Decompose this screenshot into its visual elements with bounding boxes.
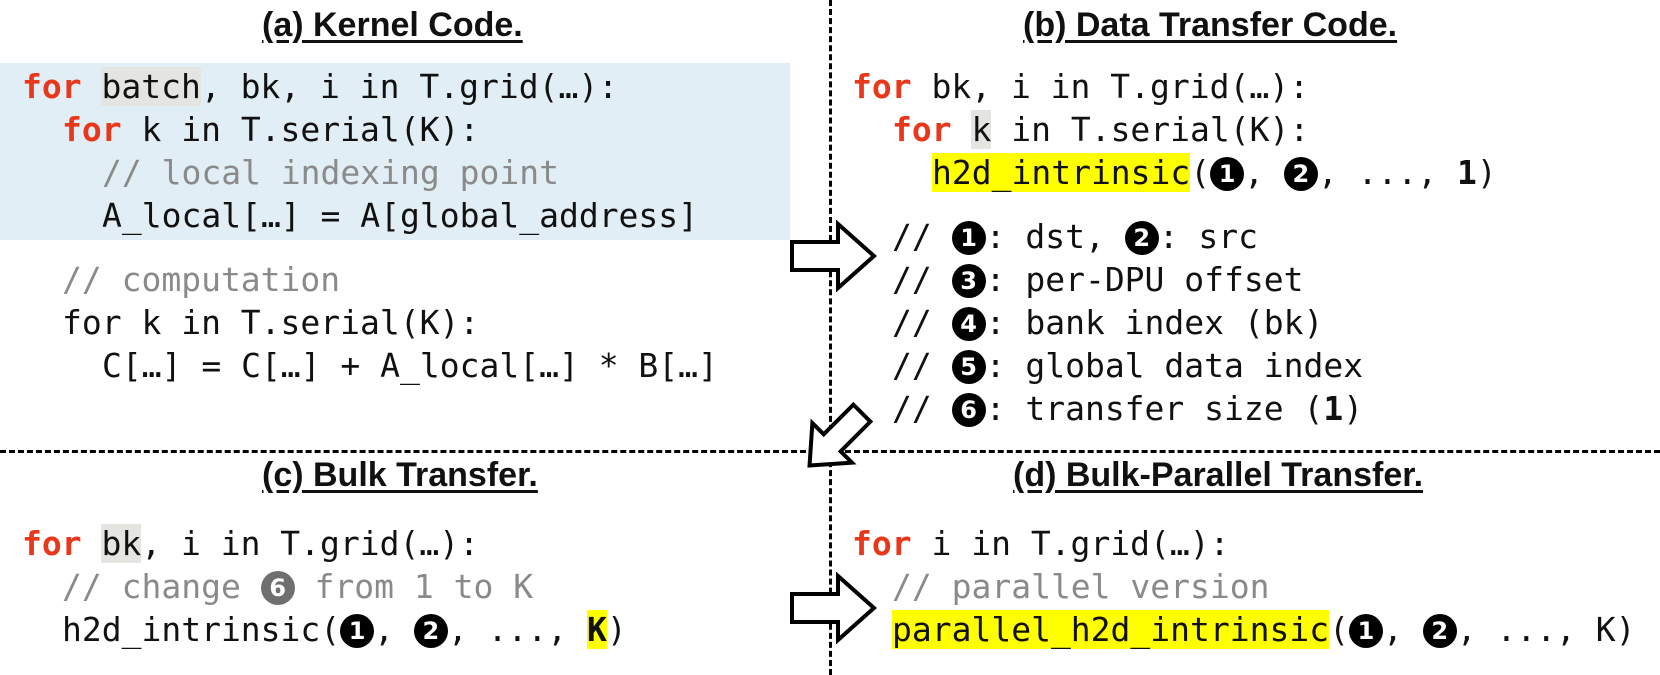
panel-b-line-3: h2d_intrinsic(1, 2, ..., 1) xyxy=(932,153,1497,192)
panel-b-comment-1: // 1: dst, 2: src xyxy=(892,217,1259,256)
panel-c-line-1: for bk, i in T.grid(…): xyxy=(22,524,479,563)
panel-b-line-2: for k in T.serial(K): xyxy=(892,110,1310,149)
circled-1-icon: 1 xyxy=(340,614,375,648)
panel-c-line-2: // change 6 from 1 to K xyxy=(62,567,534,606)
panel-a-line-1: for batch, bk, i in T.grid(…): xyxy=(22,67,619,106)
panel-c-line-3: h2d_intrinsic(1, 2, ..., K) xyxy=(62,610,627,649)
circled-2-icon: 2 xyxy=(413,614,448,648)
panel-d-line-3: parallel_h2d_intrinsic(1, 2, ..., K) xyxy=(892,610,1636,649)
panel-a-line-7: C[…] = C[…] + A_local[…] * B[…] xyxy=(102,346,718,385)
panel-b-comment-2: // 3: per-DPU offset xyxy=(892,260,1304,299)
circled-2-icon: 2 xyxy=(1422,614,1457,648)
panel-b-line-1: for bk, i in T.grid(…): xyxy=(852,67,1309,106)
circled-3-icon: 3 xyxy=(951,264,986,298)
circled-1-icon: 1 xyxy=(951,221,986,255)
circled-2-icon: 2 xyxy=(1124,221,1159,255)
panel-a-line-4: A_local[…] = A[global_address] xyxy=(102,196,699,235)
panel-a-line-2: for k in T.serial(K): xyxy=(62,110,480,149)
panel-a-line-6: for k in T.serial(K): xyxy=(62,303,480,342)
circled-6-icon: 6 xyxy=(260,571,295,605)
panel-a-comment-local: // local indexing point xyxy=(102,153,559,192)
panel-c-title: (c) Bulk Transfer. xyxy=(262,456,538,494)
arrow-down-left-icon xyxy=(807,401,874,468)
panel-d-title: (d) Bulk-Parallel Transfer. xyxy=(1013,456,1424,494)
arrow-right-icon xyxy=(790,571,878,645)
panel-a-title: (a) Kernel Code. xyxy=(262,6,523,44)
panel-a-comment-computation: // computation xyxy=(62,260,341,299)
panel-b-comment-5: // 6: transfer size (1) xyxy=(892,389,1364,428)
panel-d-line-1: for i in T.grid(…): xyxy=(852,524,1230,563)
circled-2-icon: 2 xyxy=(1283,157,1318,191)
panel-b-comment-3: // 4: bank index (bk) xyxy=(892,303,1324,342)
panel-b-comment-4: // 5: global data index xyxy=(892,346,1364,385)
vertical-divider xyxy=(829,0,832,675)
circled-1-icon: 1 xyxy=(1348,614,1383,648)
arrow-right-icon xyxy=(790,219,878,293)
circled-1-icon: 1 xyxy=(1210,157,1245,191)
circled-5-icon: 5 xyxy=(951,350,986,384)
circled-4-icon: 4 xyxy=(951,307,986,341)
panel-b-title: (b) Data Transfer Code. xyxy=(1023,6,1398,44)
panel-d-line-2: // parallel version xyxy=(892,567,1270,606)
circled-6-icon: 6 xyxy=(951,393,986,427)
